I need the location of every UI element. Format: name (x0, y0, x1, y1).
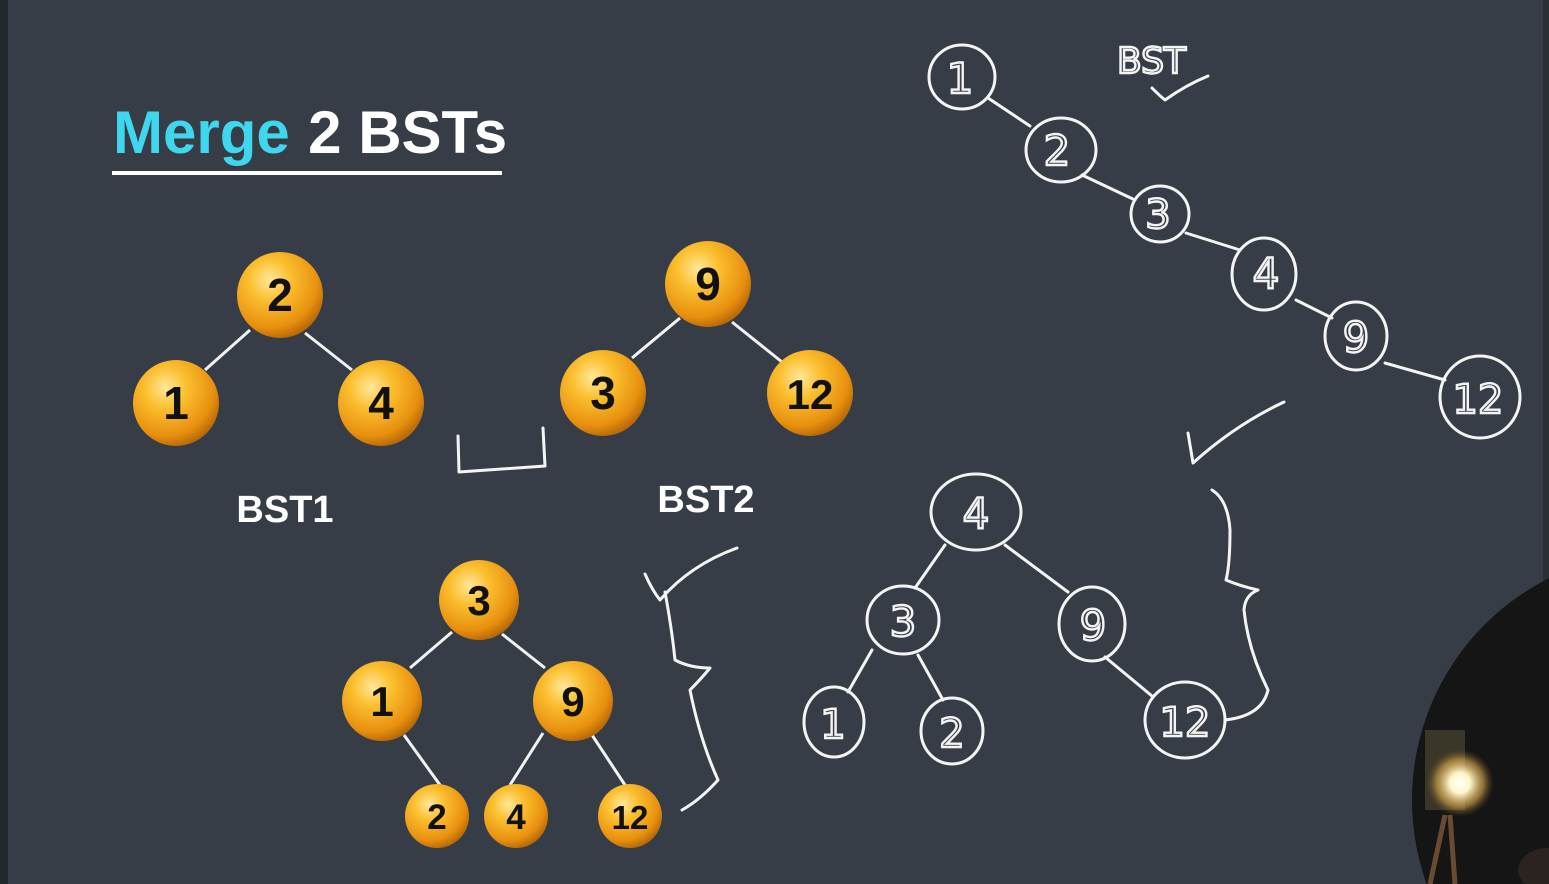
lamp-stand (1427, 814, 1458, 884)
svg-text:12: 12 (1160, 700, 1211, 746)
svg-text:12: 12 (612, 799, 649, 836)
bst2-tree: 9 3 12 BST2 (560, 241, 853, 521)
svg-text:1: 1 (947, 54, 974, 103)
svg-text:4: 4 (368, 377, 394, 429)
brace-mark (663, 590, 720, 812)
left-border (0, 0, 8, 884)
tree-edge (501, 632, 546, 670)
balanced-node (919, 696, 985, 766)
bst1-label: BST1 (236, 489, 333, 531)
tree-edge (508, 732, 545, 786)
brace-mark (1210, 488, 1270, 722)
page-title: Merge 2 BSTs (113, 99, 507, 166)
balanced-tree: 4 3 9 1 2 12 (802, 472, 1227, 766)
balanced-node (1143, 680, 1227, 760)
tree-node: 12 (598, 784, 662, 848)
svg-text:9: 9 (695, 258, 721, 310)
balanced-node (1057, 585, 1127, 663)
checkmark-mark (1150, 74, 1210, 102)
svg-text:9: 9 (1080, 601, 1107, 650)
title-highlight: Merge (113, 99, 290, 166)
person-silhouette (1518, 848, 1549, 884)
svg-text:2: 2 (1044, 126, 1071, 175)
chain-node (1129, 184, 1191, 244)
tree-edge (731, 320, 783, 364)
svg-text:3: 3 (890, 597, 917, 646)
tree-node: 2 (237, 252, 323, 338)
chain-node (1323, 300, 1389, 372)
chain-node (1230, 236, 1298, 312)
chain-node (1438, 354, 1522, 440)
title-rest: 2 BSTs (308, 99, 507, 166)
tree-node: 9 (665, 241, 751, 327)
chain-label: BST (1117, 41, 1187, 82)
svg-text:3: 3 (590, 367, 616, 419)
tree-node: 3 (560, 350, 646, 436)
svg-text:2: 2 (939, 711, 964, 757)
tree-node: 9 (533, 661, 613, 741)
svg-text:4: 4 (1253, 249, 1280, 298)
bracket-mark (456, 426, 547, 474)
svg-text:1: 1 (370, 678, 393, 725)
svg-text:12: 12 (1453, 377, 1504, 423)
tree-edge (204, 328, 251, 372)
tree-node: 12 (767, 350, 853, 436)
webcam-overlay (1412, 560, 1549, 884)
tree-edge (409, 630, 453, 670)
handwritten-annotations: 1 2 3 4 9 12 BST 4 3 (456, 40, 1522, 812)
right-border (1543, 0, 1549, 884)
svg-text:2: 2 (427, 798, 446, 837)
tree-node: 4 (338, 360, 424, 446)
svg-text:3: 3 (467, 577, 490, 624)
balanced-node (802, 685, 866, 759)
chain-node (927, 43, 997, 111)
tree-node: 4 (484, 784, 548, 848)
merged-tree: 3 1 9 2 4 12 (342, 560, 662, 848)
balanced-node (929, 472, 1023, 552)
svg-text:9: 9 (561, 678, 584, 725)
tree-node: 3 (439, 560, 519, 640)
svg-text:3: 3 (1145, 192, 1170, 238)
tree-node: 1 (133, 360, 219, 446)
tree-edge (631, 316, 681, 360)
tree-node: 2 (405, 784, 469, 848)
svg-text:12: 12 (787, 371, 834, 418)
svg-text:4: 4 (963, 489, 990, 538)
svg-text:9: 9 (1343, 313, 1370, 362)
svg-text:1: 1 (820, 702, 845, 748)
checkmark-mark (643, 546, 739, 602)
checkmark-mark (1186, 400, 1286, 465)
tree-node: 1 (342, 661, 422, 741)
title-underline (112, 171, 502, 175)
svg-text:2: 2 (267, 269, 293, 321)
balanced-node (865, 584, 941, 656)
svg-text:4: 4 (506, 798, 526, 837)
tree-edge (590, 734, 627, 786)
bst1-tree: 2 1 4 BST1 (133, 252, 424, 531)
tree-edge (402, 734, 442, 786)
chain-tree: 1 2 3 4 9 12 (927, 43, 1522, 440)
chain-node (1024, 116, 1098, 184)
svg-text:1: 1 (163, 377, 189, 429)
tree-edge (304, 331, 353, 372)
bst2-label: BST2 (657, 479, 754, 521)
lamp-light (1426, 749, 1494, 817)
